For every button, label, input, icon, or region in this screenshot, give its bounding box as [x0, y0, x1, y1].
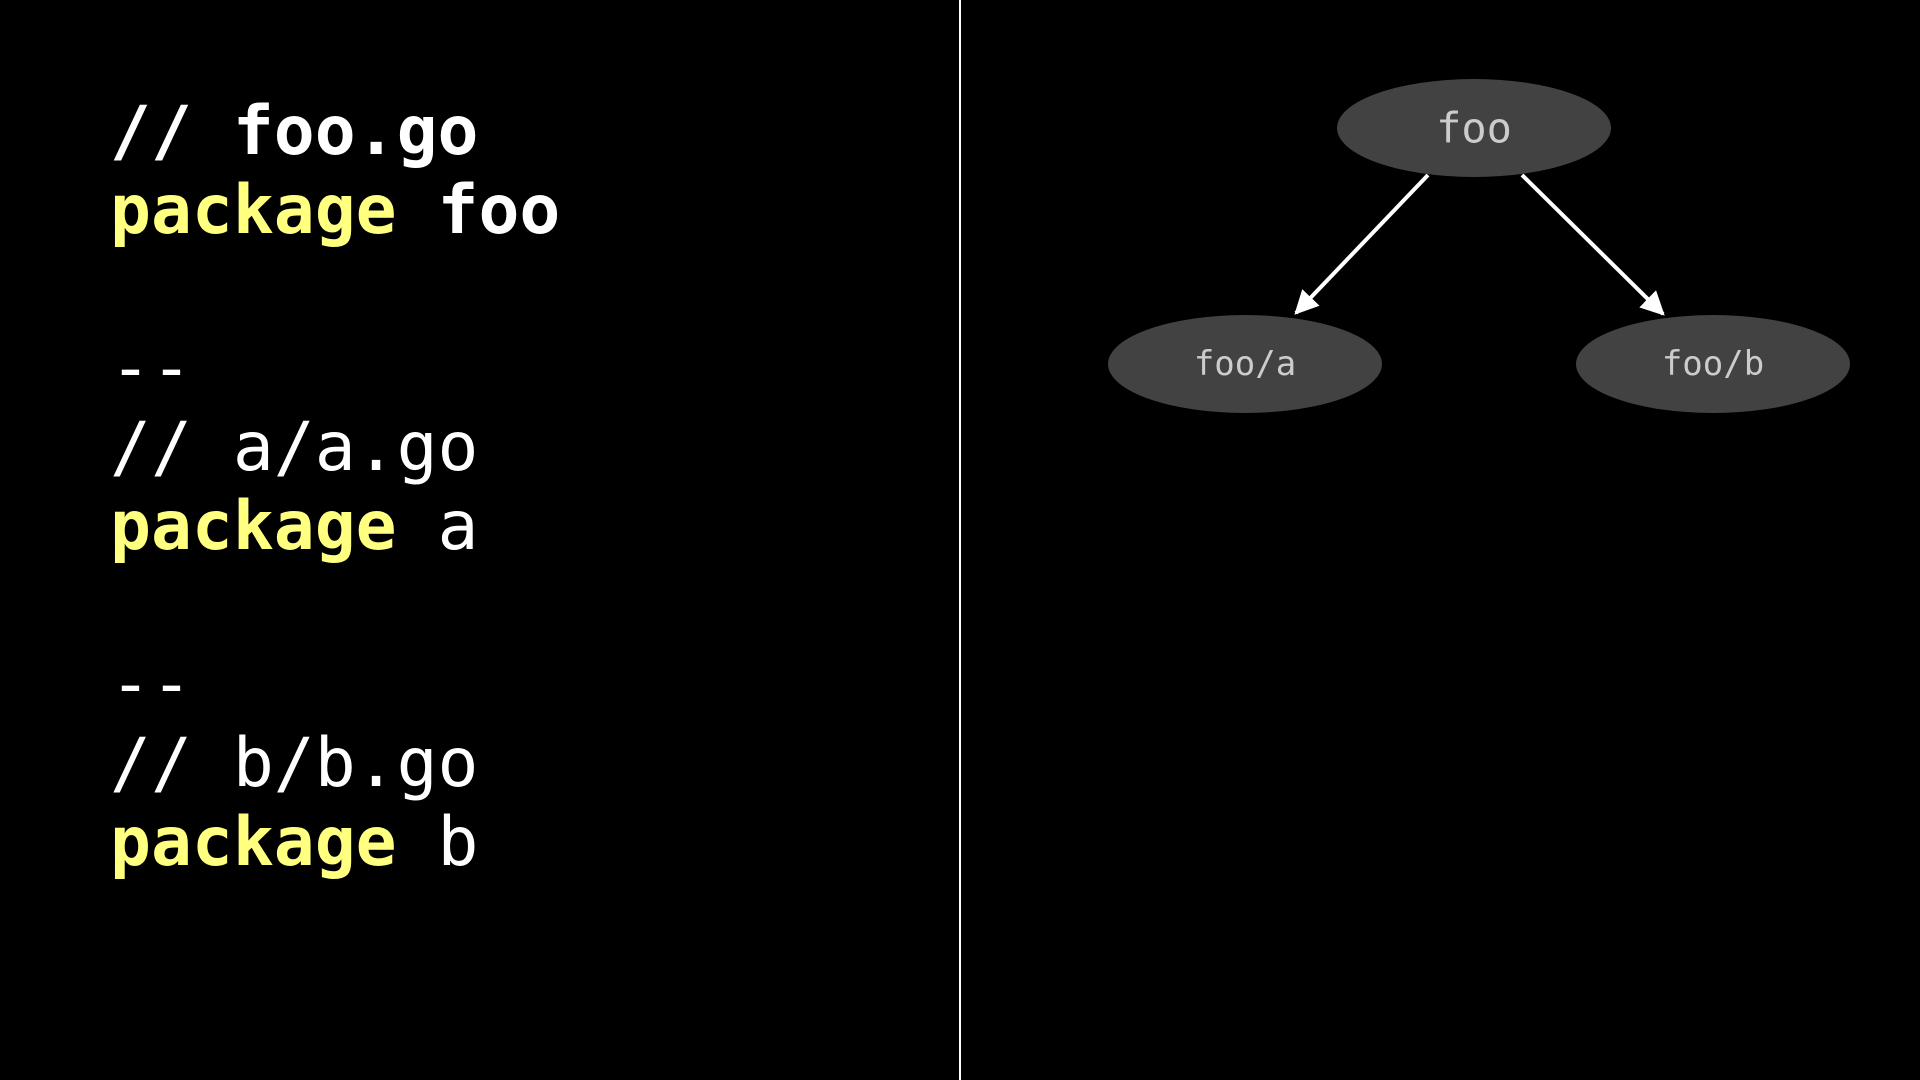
code-listing: // foo.go package foo -- // a/a.go packa…: [110, 92, 930, 882]
file2-comment: // a/a.go: [110, 408, 479, 487]
code-line-separator-1: --: [110, 329, 930, 408]
node-foo-a-label: foo/a: [1194, 344, 1296, 384]
node-foo-shape: [1337, 79, 1611, 177]
code-line-file2-package: package a: [110, 487, 930, 566]
file1-comment: // foo.go: [110, 92, 479, 171]
code-line-file3-package: package b: [110, 803, 930, 882]
file2-package-keyword: package: [110, 487, 397, 566]
file3-package-name: b: [437, 803, 479, 882]
code-line-file1-package: package foo: [110, 171, 930, 250]
file3-comment: // b/b.go: [110, 724, 479, 803]
separator-2: --: [110, 645, 192, 724]
node-foo-a[interactable]: foo/a: [1108, 315, 1382, 413]
node-foo-b-label: foo/b: [1662, 344, 1764, 384]
file3-package-keyword: package: [110, 803, 397, 882]
node-foo-b[interactable]: foo/b: [1576, 315, 1850, 413]
code-line-file2-comment: // a/a.go: [110, 408, 930, 487]
code-line-separator-2: --: [110, 645, 930, 724]
node-foo-b-shape: [1576, 315, 1850, 413]
edge-foo-to-foo-a: [1294, 173, 1430, 315]
file2-package-name: a: [437, 487, 479, 566]
file1-package-name: foo: [437, 171, 561, 250]
node-foo-label: foo: [1436, 104, 1512, 153]
edge-foo-to-foo-b: [1520, 173, 1665, 316]
separator-1: --: [110, 329, 192, 408]
pane-divider: [959, 0, 961, 1080]
node-foo[interactable]: foo: [1337, 79, 1611, 177]
node-foo-a-shape: [1108, 315, 1382, 413]
file1-package-keyword: package: [110, 171, 397, 250]
code-line-file1-comment: // foo.go: [110, 92, 930, 171]
code-line-file3-comment: // b/b.go: [110, 724, 930, 803]
